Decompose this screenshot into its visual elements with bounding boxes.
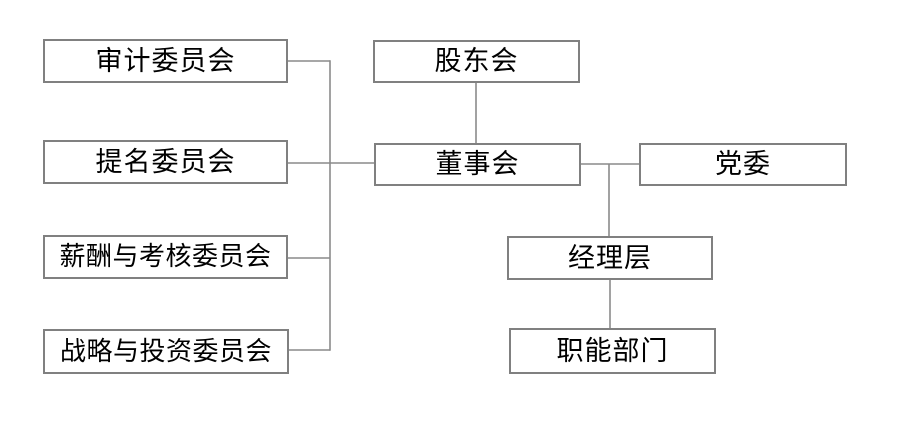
node-management-level: 经理层 [507,236,713,280]
node-management-level-label: 经理层 [568,242,652,274]
node-strategy-investment-committee: 战略与投资委员会 [43,329,289,374]
node-board-of-directors: 董事会 [374,143,581,186]
node-board-of-directors-label: 董事会 [435,149,520,180]
node-audit-committee-label: 审计委员会 [95,45,236,77]
node-audit-committee: 审计委员会 [43,39,288,83]
node-shareholders-meeting-label: 股东会 [434,46,519,77]
node-remuneration-assessment-committee-label: 薪酬与考核委员会 [59,242,272,272]
node-strategy-investment-committee-label: 战略与投资委员会 [59,336,272,367]
node-party-committee-label: 党委 [715,149,771,180]
node-functional-departments-label: 职能部门 [556,335,669,367]
node-nomination-committee-label: 提名委员会 [95,146,236,178]
node-nomination-committee: 提名委员会 [43,140,288,184]
node-shareholders-meeting: 股东会 [373,40,580,83]
node-functional-departments: 职能部门 [509,328,716,374]
node-party-committee: 党委 [639,143,847,186]
node-remuneration-assessment-committee: 薪酬与考核委员会 [43,235,288,279]
